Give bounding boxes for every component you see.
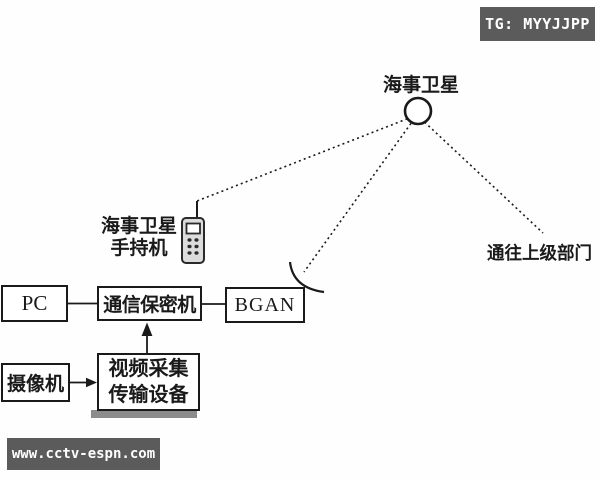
camera-box: 摄像机: [1, 363, 70, 402]
watermark-telegram-badge: TG: MYYJJPP: [480, 7, 595, 41]
satellite-link-handset: [196, 114, 418, 202]
satellite-circle-icon: [403, 96, 433, 126]
pc-box: PC: [1, 285, 68, 322]
handset-label-line1: 海事卫星: [100, 216, 177, 237]
bgan-box-label: BGAN: [234, 293, 296, 316]
handset-keypad: [187, 238, 199, 255]
bgan-box: BGAN: [225, 287, 305, 323]
video-box-label-line2: 传输设备: [108, 384, 189, 406]
handset-label: 海事卫星 手持机: [98, 216, 180, 259]
satellite-handset-icon: [181, 201, 205, 264]
satellite-link-department: [416, 114, 544, 234]
handset-label-line2: 手持机: [110, 237, 168, 259]
video-box-label-line1: 视频采集: [108, 358, 189, 380]
pc-box-label: PC: [21, 291, 48, 315]
camera-box-label: 摄像机: [6, 374, 64, 395]
satellite-dish-icon: [288, 261, 325, 294]
satellite-link-bgan: [303, 114, 418, 273]
handset-screen: [185, 222, 201, 235]
arrowhead-up-icon: [141, 322, 153, 336]
video-box-shadow: [91, 410, 197, 418]
encryptor-box-label: 通信保密机: [103, 295, 196, 316]
video-box: 视频采集 传输设备: [97, 353, 200, 411]
watermark-website-badge: www.cctv-espn.com: [7, 438, 160, 470]
satellite-label: 海事卫星: [382, 75, 459, 96]
encryptor-box: 通信保密机: [97, 286, 202, 321]
arrowhead-right-icon: [86, 377, 97, 388]
upper-department-label: 通往上级部门: [487, 243, 592, 263]
